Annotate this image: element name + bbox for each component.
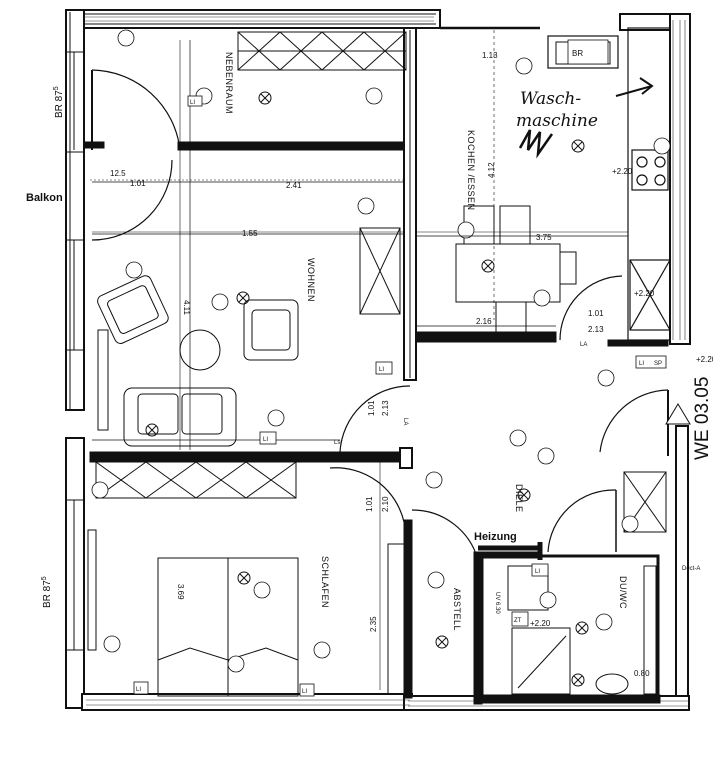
br-top-sup: 5 <box>53 86 60 90</box>
unit-label: WE 03.05 <box>692 377 713 460</box>
br-bottom-text: BR 87 <box>42 580 53 608</box>
la-label-1: LA <box>580 342 587 348</box>
entrance-triangle-icon <box>665 403 691 425</box>
dim-17: 1.13 <box>482 51 498 60</box>
br-top-text: BR 87 <box>54 90 65 118</box>
br-bottom-sup: 5 <box>41 576 48 580</box>
dim-6: 2.16 <box>476 317 492 326</box>
br-bottom-label: BR 875 <box>41 576 53 608</box>
dim-4: 4.12 <box>487 162 496 178</box>
room-label-kochen: KOCHEN /ESSEN <box>466 130 476 211</box>
room-label-wohnen: WOHNEN <box>306 258 316 302</box>
dim-23: Lsr <box>334 440 342 446</box>
room-label-schlafen: SCHLAFEN <box>320 556 330 608</box>
wardrobes <box>95 31 667 695</box>
dim-20: +2.20 <box>634 289 655 298</box>
li-label-2: LI <box>379 367 384 373</box>
symbol-box-labels: LI LI LI LI LI LI LI SP ZT BR UV 6.30 LA… <box>136 49 700 695</box>
dim-11: 1.01 <box>365 496 374 512</box>
li-label-7: LI <box>639 361 644 367</box>
room-label-abstell: ABSTELL <box>452 588 462 631</box>
dim-14: 2.35 <box>369 616 378 632</box>
li-label-6: LI <box>535 569 540 575</box>
kitchen-counter <box>547 27 671 341</box>
la-label-2: LA <box>402 418 408 425</box>
br-top-label: BR 875 <box>53 86 65 118</box>
dim-5: 3.75 <box>536 233 552 242</box>
room-label-nebenraum: NEBENRAUM <box>224 52 234 114</box>
sp-label: SP <box>654 361 662 367</box>
room-outlines <box>90 30 628 690</box>
dim-16: 12.5 <box>110 169 126 178</box>
dim-3: 1.55 <box>242 229 258 238</box>
dim-18: 0.80 <box>634 669 650 678</box>
dim-21: +2.20 <box>530 619 551 628</box>
wall-hatching <box>84 16 688 707</box>
door-swings <box>91 69 669 561</box>
dimension-lines <box>92 40 628 450</box>
li-label-1: LI <box>190 100 195 106</box>
dim-19: +2.20 <box>612 167 633 176</box>
uv-label: UV 6.30 <box>494 592 500 614</box>
wasch-label-line2: maschine <box>516 111 598 131</box>
symbol-boxes <box>133 39 667 697</box>
dim-1: 1.01 <box>130 179 146 188</box>
room-label-duwc: DU/WC <box>618 576 628 609</box>
room-label-kochen-text: KOCHEN /ESSEN <box>466 130 476 211</box>
dect-label: Dect-A <box>682 566 700 572</box>
windows <box>65 51 109 651</box>
li-label-3: LI <box>263 437 268 443</box>
heizung-label: Heizung <box>474 531 517 543</box>
room-label-diele: DIELE <box>514 484 524 513</box>
washing-machine-arrow-icon <box>518 77 654 159</box>
dim-7: 1.01 <box>588 309 604 318</box>
br-box-label: BR <box>572 49 583 58</box>
dim-13: 3.69 <box>176 584 185 600</box>
dim-15: 4.11 <box>182 300 191 316</box>
dim-2: 2.41 <box>286 181 302 190</box>
zt-label: ZT <box>514 618 522 624</box>
dim-9: 1.01 <box>367 400 376 416</box>
bath-outline <box>478 542 660 700</box>
li-label-4: LI <box>136 687 141 693</box>
wasch-label-line1: Wasch- <box>520 89 581 109</box>
dim-12: 2.10 <box>381 496 390 512</box>
balkon-label: Balkon <box>26 192 63 204</box>
dim-22: +2.20 <box>696 355 713 364</box>
li-label-5: LI <box>302 689 307 695</box>
ceiling-lights <box>145 91 589 687</box>
room-labels: NEBENRAUM KOCHEN /ESSEN WOHNEN SCHLAFEN … <box>224 52 628 631</box>
dimension-labels: 1.01 2.41 1.55 4.12 3.75 2.16 1.01 2.13 … <box>110 51 713 678</box>
dim-8: 2.13 <box>588 325 604 334</box>
dim-10: 2.13 <box>381 400 390 416</box>
